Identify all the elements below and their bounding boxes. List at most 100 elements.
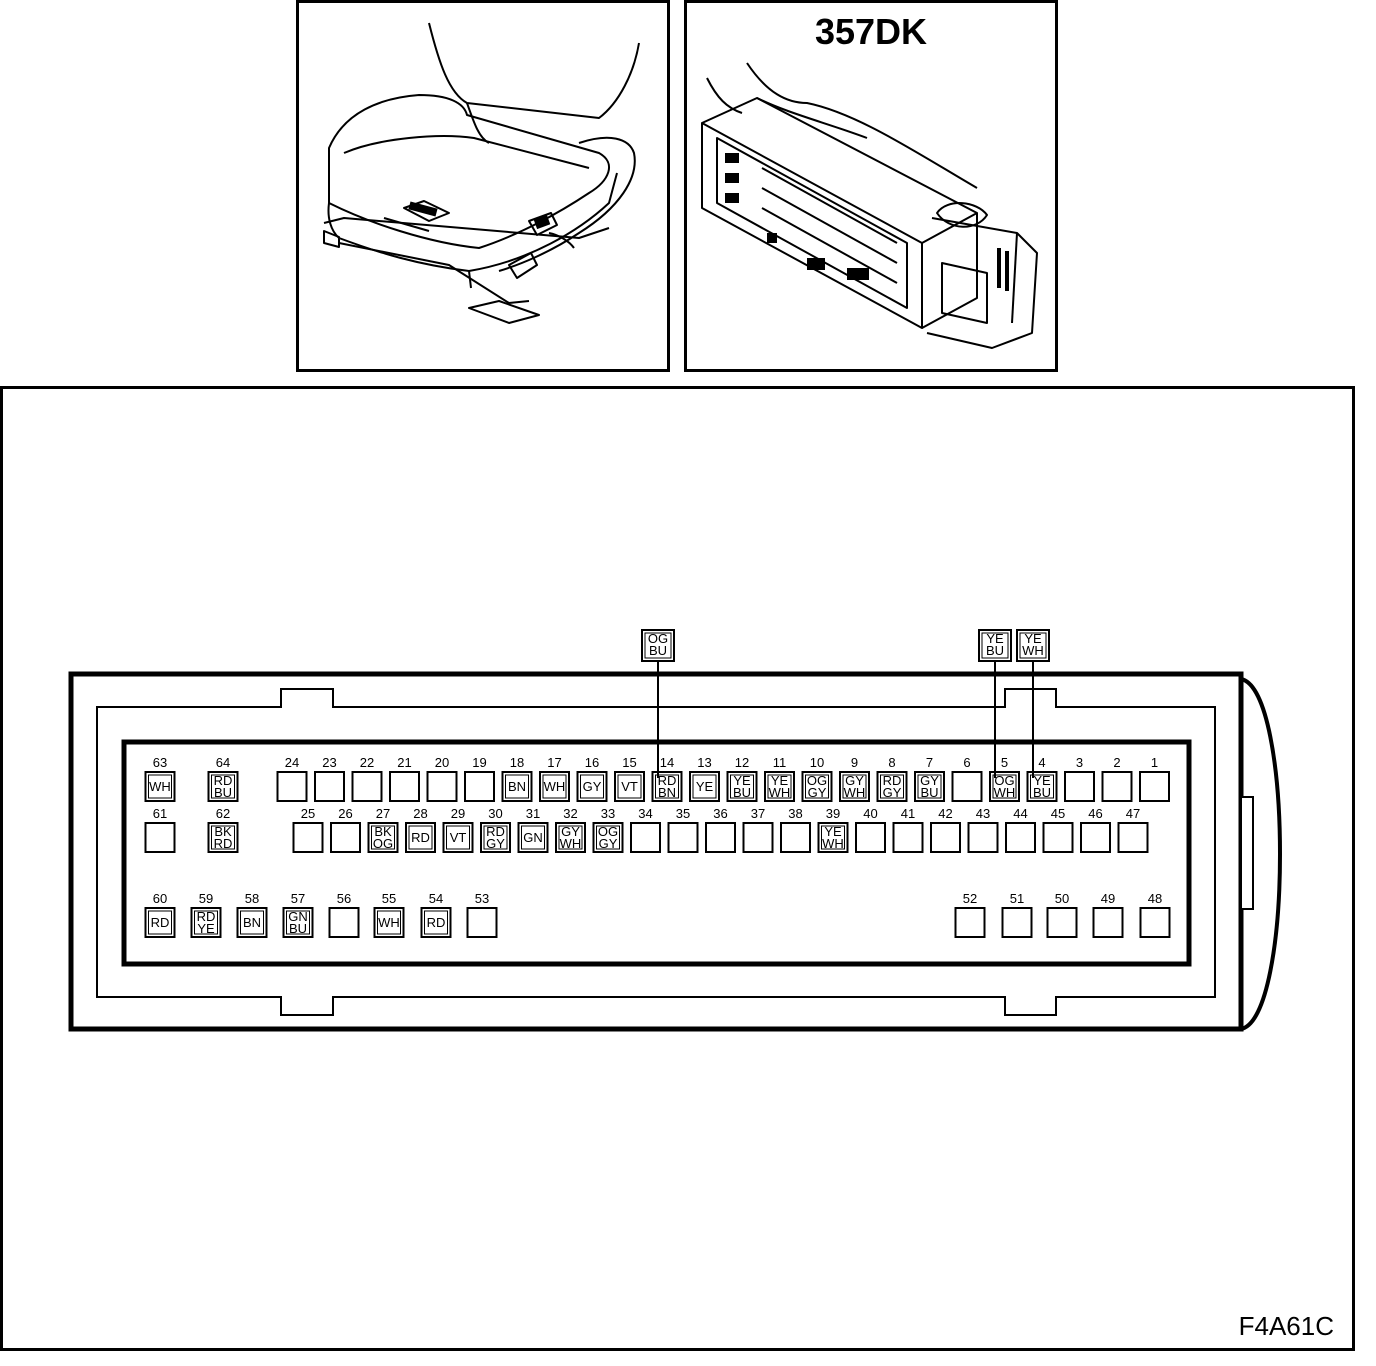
- wire-color: GY: [599, 836, 618, 851]
- pin-number: 1: [1151, 755, 1158, 770]
- pin-number: 44: [1013, 806, 1027, 821]
- pin-number: 48: [1148, 891, 1162, 906]
- wire-color: WH: [844, 785, 866, 800]
- wire-color: RD: [197, 909, 216, 924]
- wire-color: YE: [733, 773, 751, 788]
- wire-color: YE: [696, 779, 714, 794]
- pin-cavity: [1080, 822, 1111, 853]
- pin-24: 24: [276, 755, 308, 802]
- pin-number: 50: [1055, 891, 1069, 906]
- pin-cavity: [1064, 771, 1095, 802]
- pin-number: 60: [153, 891, 167, 906]
- pin-38: 38: [780, 806, 811, 853]
- wire-color: BU: [289, 921, 307, 936]
- pin-53: 53: [466, 891, 498, 938]
- pin-number: 13: [697, 755, 711, 770]
- pin-cavity: [555, 822, 586, 853]
- pin-cavity: [466, 907, 498, 938]
- wire-color: BU: [733, 785, 751, 800]
- pin-cavity: [144, 822, 176, 853]
- pin-cavity: [501, 771, 533, 802]
- pin-cavity: [389, 771, 420, 802]
- pin-number: 45: [1051, 806, 1065, 821]
- pin-cavity: [667, 822, 699, 853]
- wire-color: RD: [214, 773, 233, 788]
- pin-cavity: [726, 771, 758, 802]
- pin-3: 3: [1064, 755, 1095, 802]
- pin-cavity: [420, 907, 452, 938]
- pin-cavity: [1117, 822, 1149, 853]
- pin-number: 4: [1038, 755, 1045, 770]
- pin-2: 2: [1101, 755, 1133, 802]
- pin-number: 51: [1010, 891, 1024, 906]
- pin-26: 26: [330, 806, 361, 853]
- pin-number: 61: [153, 806, 167, 821]
- wire-color: OG: [598, 824, 618, 839]
- wire-color: RD: [486, 824, 505, 839]
- wire-color: WH: [994, 785, 1016, 800]
- wire-color: OG: [648, 631, 668, 646]
- pin-number: 29: [451, 806, 465, 821]
- pin-cavity: [839, 771, 870, 802]
- pin-cavity: [742, 822, 774, 853]
- pin-number: 3: [1076, 755, 1083, 770]
- pin-number: 24: [285, 755, 299, 770]
- wire-color: VT: [621, 779, 638, 794]
- wire-color: BN: [243, 915, 261, 930]
- wire-color: GY: [486, 836, 505, 851]
- pin-cavity: [967, 822, 999, 853]
- pin-25: 25: [292, 806, 324, 853]
- wire-color: WH: [149, 779, 171, 794]
- pin-20: 20: [426, 755, 458, 802]
- pin-number: 20: [435, 755, 449, 770]
- pin-cavity: [351, 771, 383, 802]
- seat-control-module-icon: [701, 62, 1038, 349]
- pin-number: 36: [713, 806, 727, 821]
- pin-cavity: [1139, 907, 1171, 938]
- pin-41: 41: [892, 806, 924, 853]
- pin-cavity: [892, 822, 924, 853]
- wire-color: YE: [771, 773, 789, 788]
- pin-number: 38: [788, 806, 802, 821]
- pin-number: 55: [382, 891, 396, 906]
- pin-cavity: [855, 822, 886, 853]
- wire-color: GN: [523, 830, 543, 845]
- pin-61: 61: [144, 806, 176, 853]
- pin-number: 35: [676, 806, 690, 821]
- wire-color: RD: [151, 915, 170, 930]
- pin-number: 16: [585, 755, 599, 770]
- figure-code: F4A61C: [1238, 1311, 1334, 1341]
- wire-color: WH: [1022, 643, 1044, 658]
- pin-number: 25: [301, 806, 315, 821]
- pin-40: 40: [855, 806, 886, 853]
- power-seat-icon: [323, 22, 640, 324]
- pin-number: 42: [938, 806, 952, 821]
- pin-cavity: [405, 822, 436, 853]
- pin-cavity: [1101, 771, 1133, 802]
- pin-number: 46: [1088, 806, 1102, 821]
- wire-color: RD: [411, 830, 430, 845]
- pin-number: 59: [199, 891, 213, 906]
- wire-color: BK: [374, 824, 392, 839]
- wire-color: BN: [508, 779, 526, 794]
- pin-number: 31: [526, 806, 540, 821]
- pin-number: 15: [622, 755, 636, 770]
- wire-color: BU: [986, 643, 1004, 658]
